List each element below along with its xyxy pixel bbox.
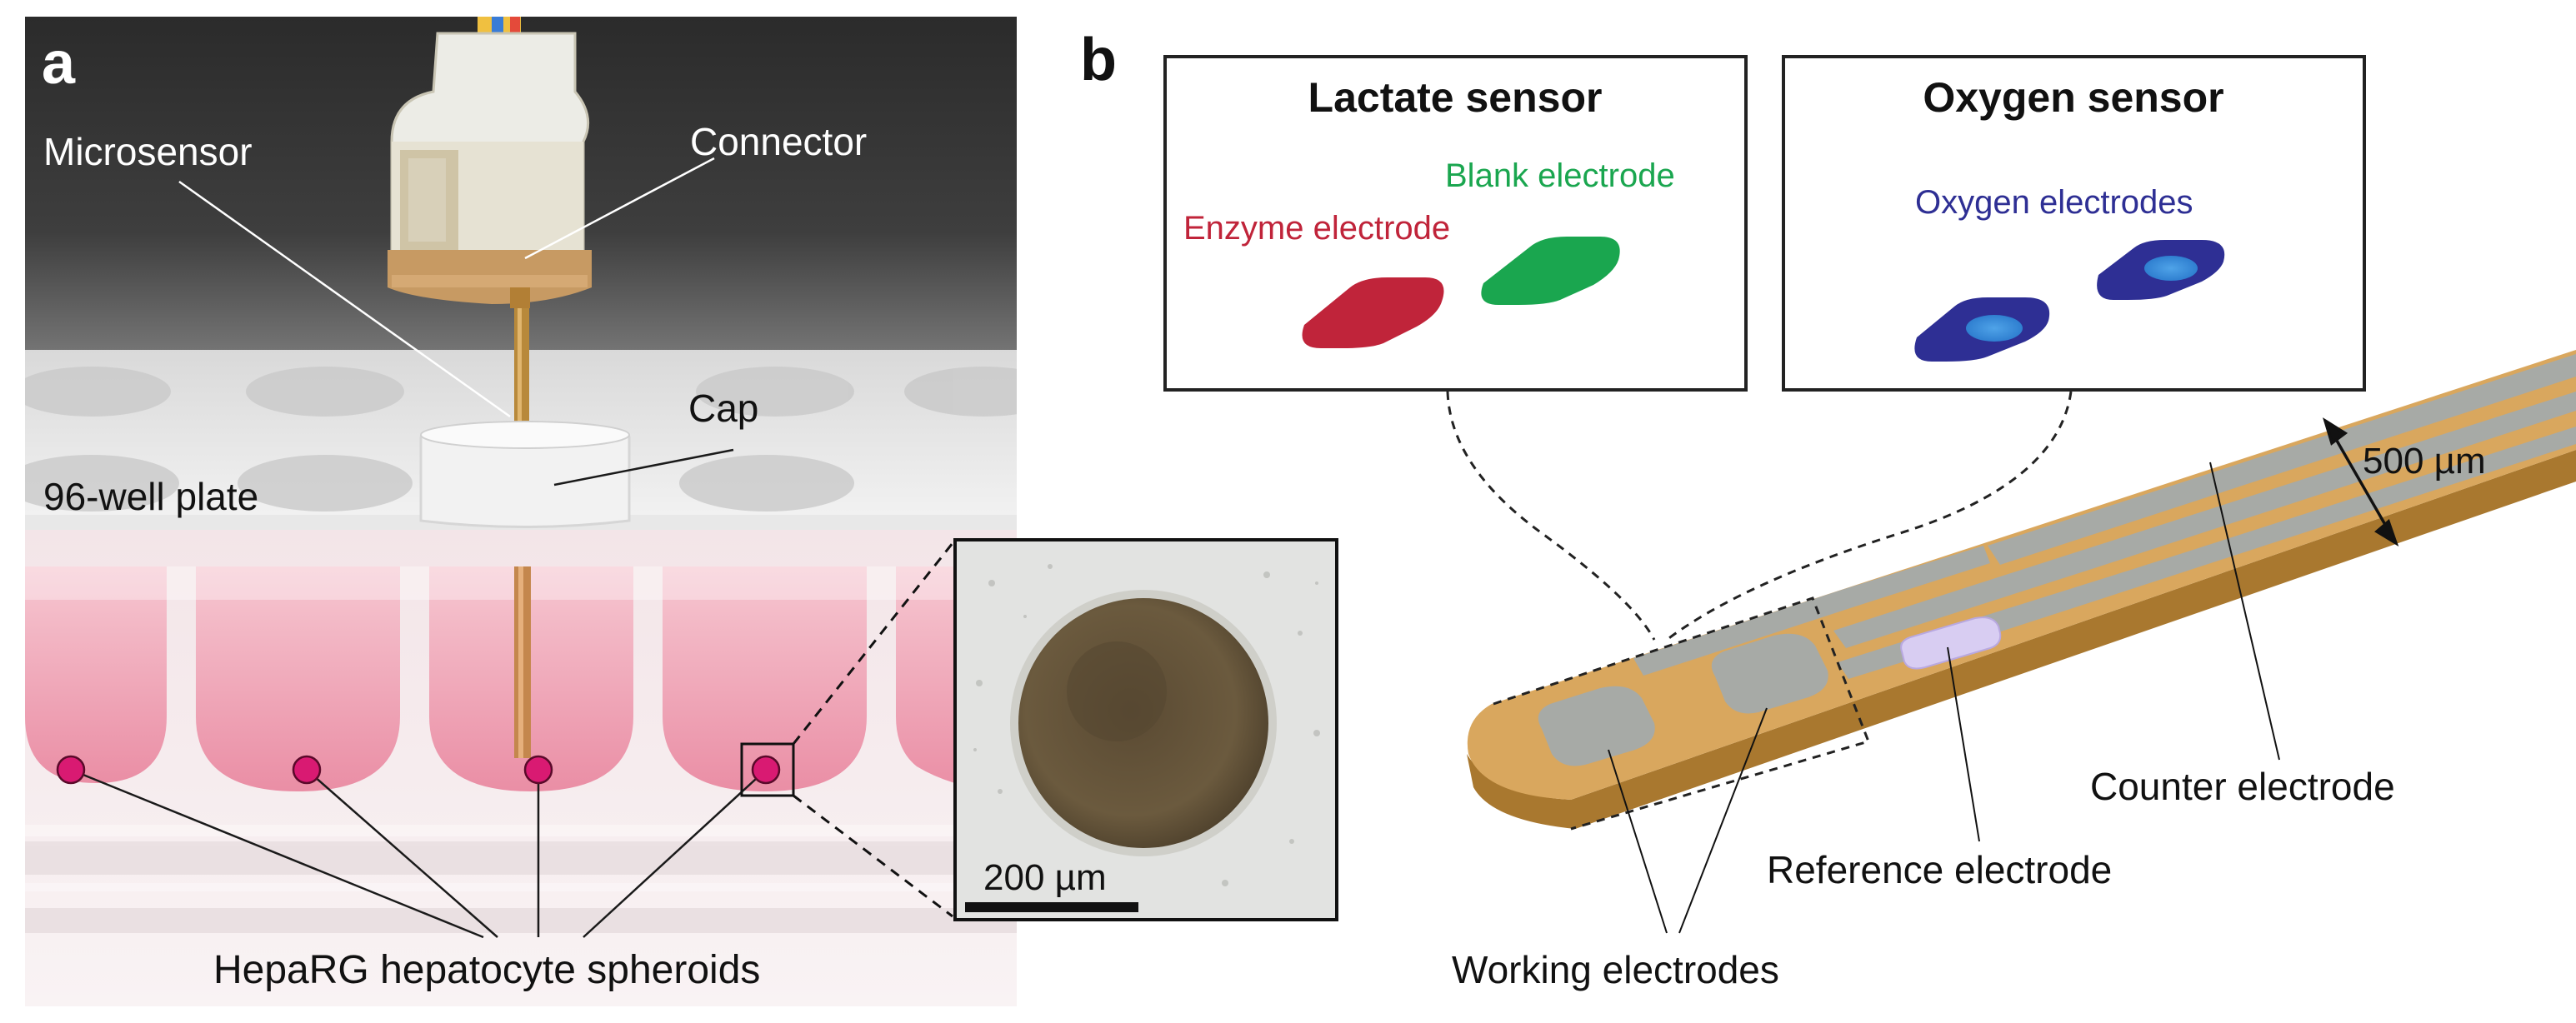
oxygen-electrode-pad-2 (2097, 240, 2225, 300)
counter-electrode-label: Counter electrode (2090, 765, 2395, 808)
oxygen-sensor-title: Oxygen sensor (1923, 74, 2223, 121)
blank-electrode-pad (1481, 237, 1620, 305)
lactate-sensor-title: Lactate sensor (1308, 74, 1603, 121)
reference-electrode-label: Reference electrode (1767, 848, 2112, 891)
lactate-sensor-box (1163, 55, 1748, 392)
zoom-curves (1446, 391, 2073, 641)
microsensor-photo (25, 17, 1017, 1006)
enzyme-electrode-pad (1302, 277, 1444, 348)
blank-electrode-label: Blank electrode (1445, 157, 1675, 194)
panel-b-label: b (1080, 27, 1117, 93)
inset-frame (953, 538, 1338, 921)
spheroid-micrograph (955, 540, 1337, 920)
working-electrodes-label: Working electrodes (1452, 948, 1779, 991)
probe-leaders (1608, 462, 2280, 934)
width-label: 500 µm (2363, 441, 2486, 482)
panel-a-label: a (42, 30, 76, 97)
connector-label: Connector (690, 120, 867, 163)
oxygen-electrode-pad-1 (1914, 297, 2050, 362)
inset-zoom-lines (792, 542, 954, 918)
spheroid-highlight-box (740, 742, 795, 797)
panel-a-leaders-black (70, 448, 767, 939)
enzyme-electrode-label: Enzyme electrode (1183, 210, 1450, 247)
oxygen-sensor-box (1782, 55, 2366, 392)
oxygen-electrodes-label: Oxygen electrodes (1915, 184, 2193, 221)
width-arrow (2323, 417, 2399, 547)
microsensor-label: Microsensor (43, 130, 253, 173)
cap-label: Cap (688, 387, 758, 430)
spheroid-markers (56, 755, 781, 785)
reference-electrode-pad (1900, 616, 2002, 670)
scale-bar-label: 200 µm (983, 857, 1107, 898)
plate-label: 96-well plate (43, 475, 258, 518)
probe-schematic (1467, 350, 2576, 831)
spheroids-label: HepaRG hepatocyte spheroids (213, 948, 760, 992)
panel-a-leaders-white (178, 157, 715, 418)
